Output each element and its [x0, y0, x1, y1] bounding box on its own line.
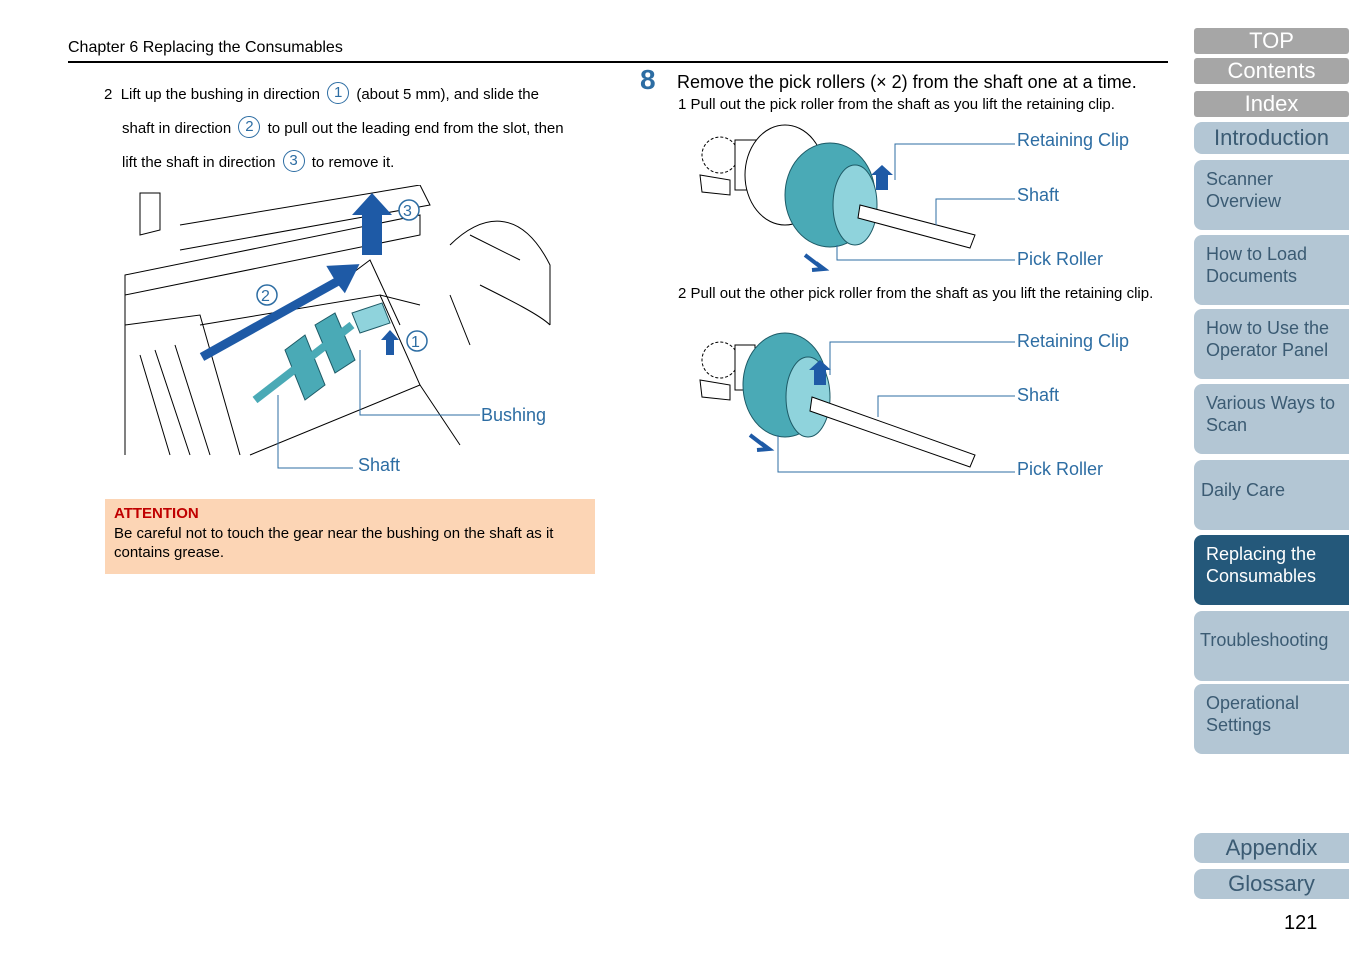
step2-line3: lift the shaft in direction 3 to remove …	[104, 146, 604, 180]
nav-operational-settings[interactable]: Operational Settings	[1194, 684, 1349, 754]
nav-various-ways-to-scan[interactable]: Various Ways to Scan	[1194, 384, 1349, 454]
step2-text-5: lift the shaft in direction	[122, 154, 276, 171]
step8-substep2: 2 Pull out the other pick roller from th…	[678, 285, 1154, 302]
roller-icon	[252, 302, 391, 404]
shaft-removal-figure: 2 3 1 Bushing Shaft	[124, 185, 551, 475]
step2-text-2: (about 5 mm), and slide the	[356, 86, 539, 103]
pull-arrow-icon	[748, 433, 775, 452]
fig-circle-3: 3	[403, 203, 412, 220]
attention-box: ATTENTION Be careful not to touch the ge…	[105, 499, 595, 574]
pick-roller-label: Pick Roller	[1017, 249, 1103, 269]
gear-icon	[699, 341, 739, 401]
page-number: 121	[1284, 912, 1318, 934]
pick-roller-label: Pick Roller	[1017, 459, 1103, 479]
lift-arrow-icon	[871, 165, 893, 190]
nav-contents-button[interactable]: Contents	[1194, 58, 1349, 84]
nav-replacing-consumables[interactable]: Replacing the Consumables	[1194, 535, 1349, 605]
arrow-1-icon	[381, 330, 399, 355]
step8-substep1: 1 Pull out the pick roller from the shaf…	[678, 96, 1115, 113]
header-rule	[68, 61, 1168, 63]
fig-circle-2: 2	[261, 288, 270, 305]
step2-number: 2	[104, 86, 113, 103]
nav-scanner-overview[interactable]: Scanner Overview	[1194, 160, 1349, 230]
nav-index-button[interactable]: Index	[1194, 91, 1349, 117]
gear-icon	[699, 136, 739, 196]
nav-glossary[interactable]: Glossary	[1194, 869, 1349, 899]
shaft-label: Shaft	[1017, 385, 1059, 405]
step2-text-6: to remove it.	[311, 154, 395, 171]
arrow-2-icon	[199, 264, 360, 361]
retaining-clip-label: Retaining Clip	[1017, 130, 1129, 150]
step8-number: 8	[640, 64, 656, 95]
arrow-3-icon	[352, 193, 392, 255]
nav-introduction[interactable]: Introduction	[1194, 122, 1349, 154]
nav-how-to-load-documents[interactable]: How to Load Documents	[1194, 235, 1349, 305]
nav-daily-care[interactable]: Daily Care	[1194, 460, 1349, 530]
attention-title: ATTENTION	[114, 505, 199, 522]
nav-operator-panel[interactable]: How to Use the Operator Panel	[1194, 309, 1349, 379]
shaft-label: Shaft	[358, 455, 400, 475]
step2-text-4: to pull out the leading end from the slo…	[267, 120, 564, 137]
direction-1-icon: 1	[327, 82, 350, 104]
step2-text-1: Lift up the bushing in direction	[120, 86, 320, 103]
bushing-label: Bushing	[481, 405, 546, 425]
direction-3-icon: 3	[282, 150, 305, 172]
step2-text-3: shaft in direction	[122, 120, 232, 137]
step2-instructions: 2 Lift up the bushing in direction 1 (ab…	[104, 78, 604, 180]
shaft-label: Shaft	[1017, 185, 1059, 205]
nav-troubleshooting[interactable]: Troubleshooting	[1194, 611, 1349, 681]
step2-line2: shaft in direction 2 to pull out the lea…	[104, 112, 604, 146]
retaining-clip-label: Retaining Clip	[1017, 331, 1129, 351]
step2-line1: 2 Lift up the bushing in direction 1 (ab…	[104, 78, 604, 112]
pick-roller-figure-2: Retaining Clip Shaft Pick Roller	[699, 331, 1129, 479]
pull-arrow-icon	[803, 253, 830, 272]
attention-body: Be careful not to touch the gear near th…	[114, 525, 554, 561]
pick-roller-figure-1: Retaining Clip Shaft Pick Roller	[699, 124, 1129, 272]
lift-arrow-icon	[809, 360, 831, 385]
step8-title: Remove the pick rollers (× 2) from the s…	[677, 72, 1137, 92]
fig-circle-1: 1	[411, 334, 420, 351]
nav-top-button[interactable]: TOP	[1194, 28, 1349, 54]
nav-appendix[interactable]: Appendix	[1194, 833, 1349, 863]
chapter-header: Chapter 6 Replacing the Consumables	[68, 39, 343, 56]
direction-2-icon: 2	[238, 116, 261, 138]
